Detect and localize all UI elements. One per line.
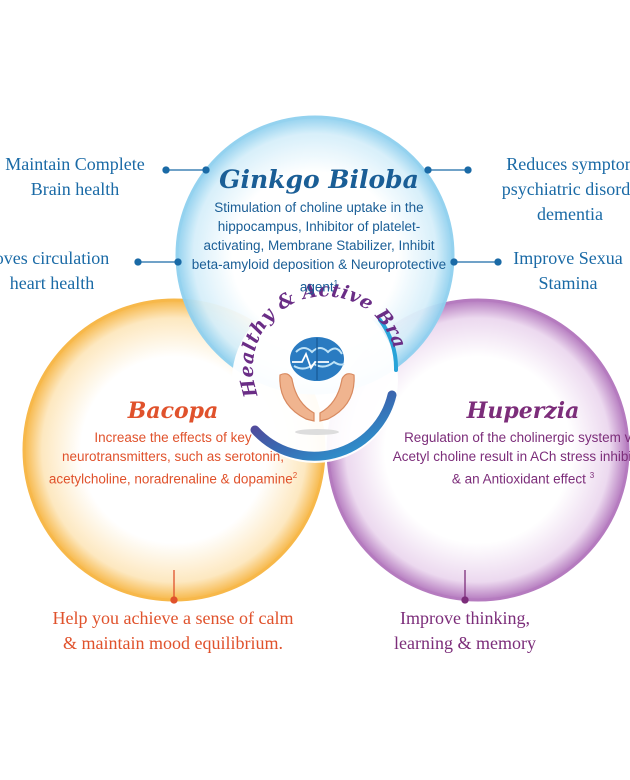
connector-symptoms	[424, 166, 472, 174]
benefit-memory: Improve thinking, learning & memory	[394, 608, 536, 653]
connector-sexual	[450, 258, 502, 266]
huperzia-section: Huperzia Regulation of the cholinergic s…	[392, 398, 630, 489]
bacopa-section: Bacopa Increase the effects of key neuro…	[48, 398, 298, 489]
benefit-symptoms: Reduces sympton psychiatric disorde deme…	[501, 154, 630, 224]
bacopa-description: Increase the effects of key neurotransmi…	[48, 430, 298, 487]
connector-circulation	[134, 258, 182, 266]
ginkgo-description: Stimulation of choline uptake in the hip…	[191, 200, 447, 295]
benefit-calm: Help you achieve a sense of calm & maint…	[52, 608, 294, 653]
benefit-sexual: Improve Sexua Stamina	[513, 248, 623, 293]
connector-brain-health	[162, 166, 210, 174]
ginkgo-ref: 1	[333, 279, 339, 288]
ginkgo-title: Ginkgo Biloba	[219, 165, 419, 194]
connector-calm	[170, 570, 178, 604]
huperzia-title: Huperzia	[466, 398, 580, 424]
huperzia-ref: 3	[589, 471, 595, 480]
benefit-circulation: oves circulation heart health	[0, 248, 110, 293]
benefit-brain-health: Maintain Complete Brain health	[5, 154, 145, 199]
hands-icon	[279, 373, 355, 435]
brain-icon	[290, 337, 345, 381]
bacopa-ref: 2	[292, 471, 298, 480]
huperzia-description: Regulation of the cholinergic system via…	[392, 430, 630, 487]
connector-memory	[461, 570, 469, 604]
bacopa-title: Bacopa	[127, 398, 219, 424]
ginkgo-section: Ginkgo Biloba Stimulation of choline upt…	[188, 165, 450, 297]
